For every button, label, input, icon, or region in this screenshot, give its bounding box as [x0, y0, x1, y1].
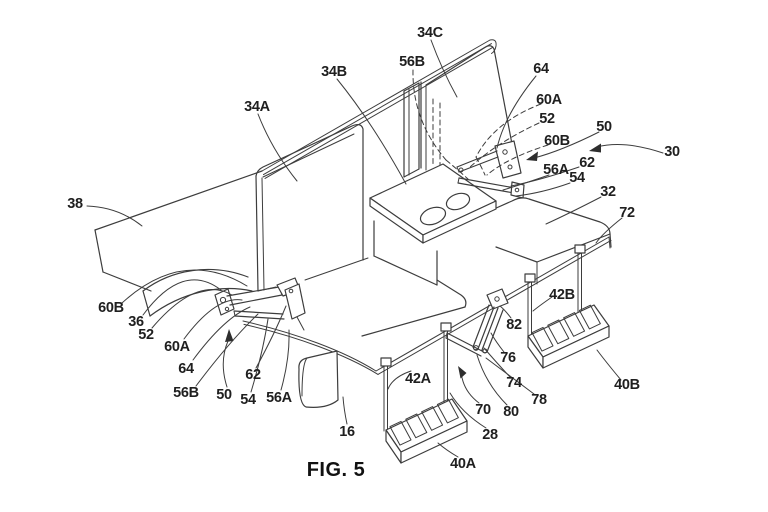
ref-label-62-top: 62 — [579, 155, 595, 171]
seat-pan-36 — [142, 268, 253, 317]
ref-label-56A-left: 56A — [266, 390, 293, 406]
ref-label-64-top: 64 — [533, 61, 549, 77]
ref-label-70: 70 — [475, 402, 491, 418]
arrow-70 — [458, 366, 467, 379]
ref-label-72: 72 — [619, 205, 635, 221]
ref-label-16: 16 — [339, 424, 355, 440]
ref-label-82: 82 — [506, 317, 522, 333]
ref-label-28: 28 — [482, 427, 498, 443]
ref-label-56A-top: 56A — [543, 162, 570, 178]
seat-base-32 — [493, 197, 612, 285]
ref-label-36: 36 — [128, 314, 144, 330]
arrow-50-right — [526, 151, 538, 161]
ref-label-56B-left: 56B — [173, 385, 199, 401]
footrest-40A — [385, 398, 468, 464]
direction-arrows — [225, 143, 601, 379]
leader-lines — [86, 39, 664, 458]
linkage-mechanism-right — [445, 140, 525, 199]
cup-holder-2 — [445, 192, 471, 211]
ref-label-40B: 40B — [614, 377, 640, 393]
ref-label-54-left: 54 — [240, 392, 256, 408]
ref-label-54-top: 54 — [569, 170, 585, 186]
ref-label-76: 76 — [500, 350, 516, 366]
console-table — [369, 163, 497, 244]
ref-label-50-left: 50 — [216, 387, 232, 403]
ref-label-60A-left: 60A — [164, 339, 191, 355]
ref-label-34A: 34A — [244, 99, 271, 115]
ref-label-32: 32 — [600, 184, 616, 200]
console-pedestal — [373, 220, 438, 286]
seat-base-16 — [304, 257, 467, 337]
ref-label-42A: 42A — [405, 371, 432, 387]
ref-label-42B: 42B — [549, 287, 575, 303]
cup-holder-1 — [419, 206, 447, 226]
ref-label-30: 30 — [664, 144, 680, 160]
arrow-50-left — [225, 329, 234, 342]
ref-label-60B-top: 60B — [544, 133, 570, 149]
hanger-rods — [380, 244, 586, 432]
seat-back-34A — [255, 123, 364, 292]
ref-label-64-left: 64 — [178, 361, 194, 377]
ref-label-40A: 40A — [450, 456, 477, 472]
armrest-block — [298, 350, 339, 408]
ref-label-52-top: 52 — [539, 111, 555, 127]
ref-label-50-top: 50 — [596, 119, 612, 135]
footrest-linkage — [445, 288, 509, 357]
back-wall-38 — [94, 39, 497, 292]
linkage-mechanism-left — [214, 277, 306, 331]
ref-label-56B-top: 56B — [399, 54, 425, 70]
ref-label-34B: 34B — [321, 64, 347, 80]
ref-label-52-left: 52 — [138, 327, 154, 343]
ref-label-74: 74 — [506, 375, 522, 391]
ref-label-34C: 34C — [417, 25, 444, 41]
ref-label-60B-left: 60B — [98, 300, 124, 316]
ref-label-80: 80 — [503, 404, 519, 420]
figure-caption: FIG. 5 — [307, 459, 366, 481]
ref-label-78: 78 — [531, 392, 547, 408]
seat-back-34B — [403, 82, 420, 178]
seat-back-34C — [420, 45, 516, 171]
ref-label-62-left: 62 — [245, 367, 261, 383]
arrow-30 — [589, 143, 601, 153]
footrest-40B — [527, 304, 610, 369]
ref-label-60A-top: 60A — [536, 92, 563, 108]
ref-label-38: 38 — [67, 196, 83, 212]
